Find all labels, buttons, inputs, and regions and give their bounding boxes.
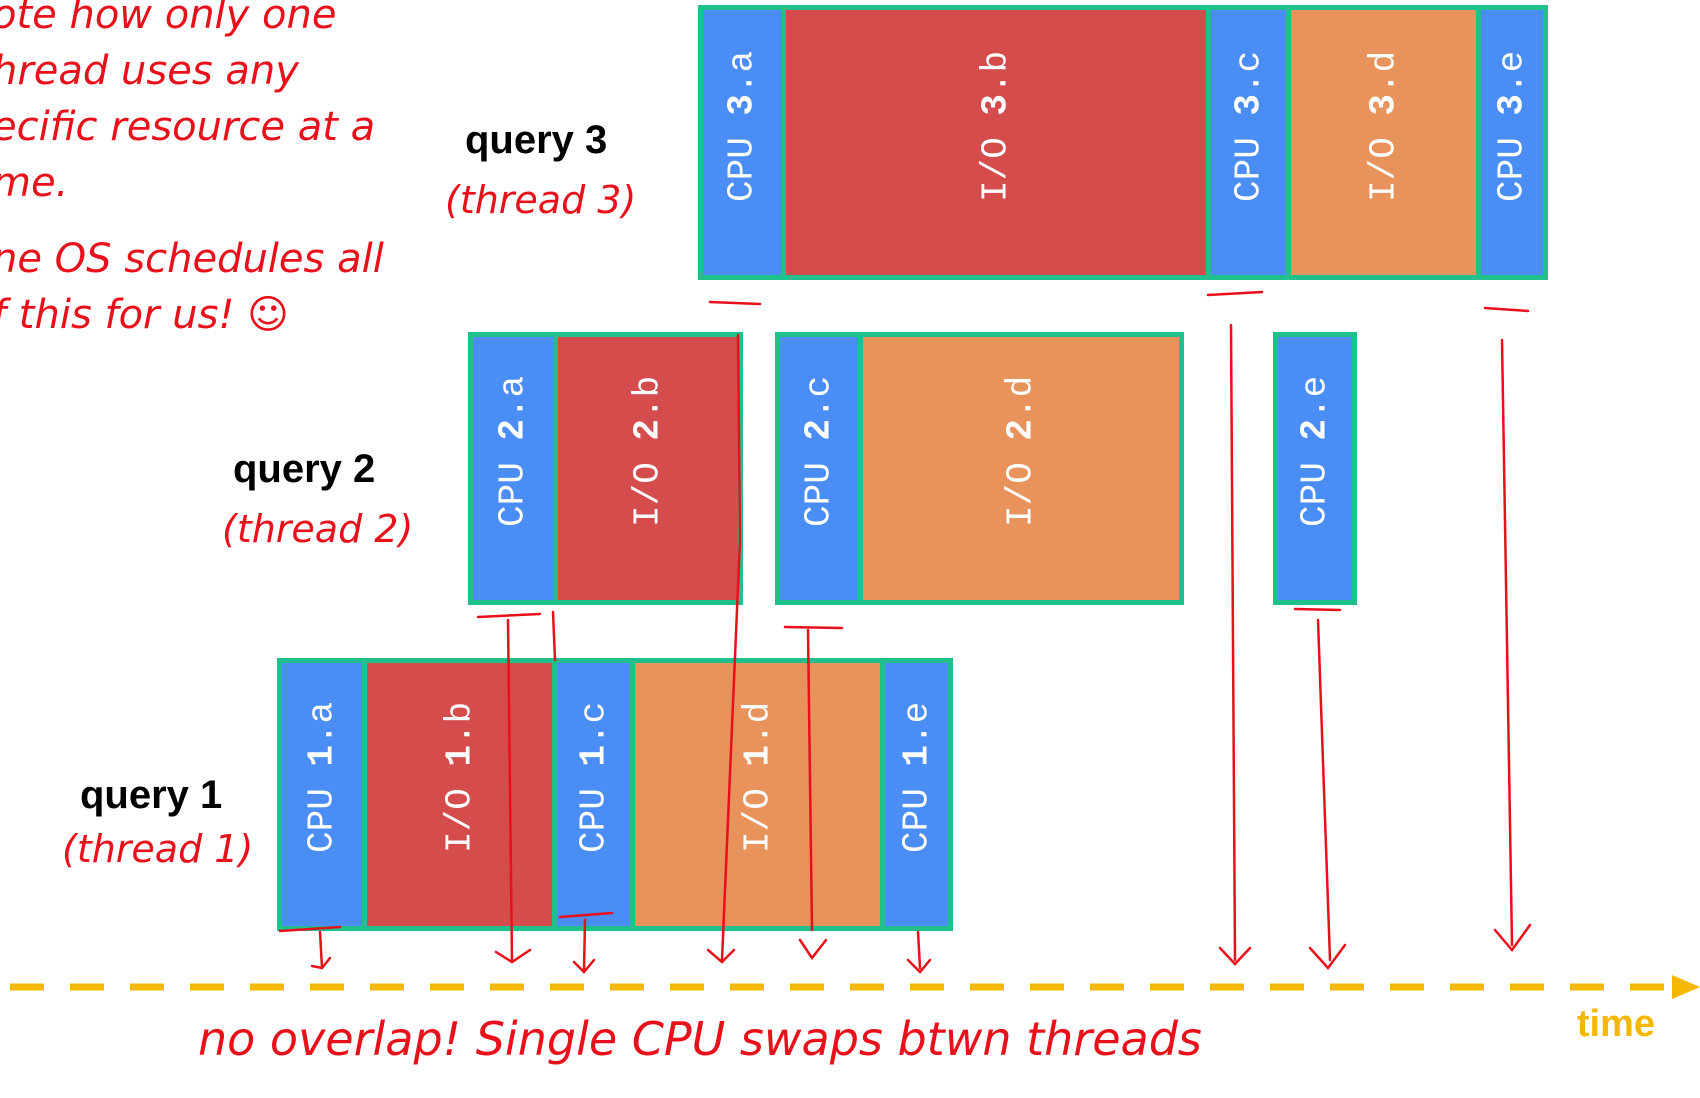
underline-tick [708,300,762,306]
arrow-head [1308,943,1347,970]
arrow-line [506,618,514,964]
segment-cpu-1c: CPU 1.c [552,663,630,926]
query-2-bar-group-2: CPU 2.c I/O 2.d [775,332,1184,605]
side-note-line: f this for us! ☺ [0,292,289,338]
timeline-label: time [1576,1003,1655,1045]
arrow-head [572,958,596,974]
underline-tick [1483,306,1530,313]
underline-tick [558,911,614,919]
underline-tick [476,612,542,619]
query-1-label: query 1 [80,773,223,817]
handwritten-arrows [278,290,1532,974]
underline-tick [1293,607,1342,612]
arrow-line [806,628,814,932]
segment-cpu-3c: CPU 3.c [1206,10,1286,275]
side-note-line: hread uses any [0,48,299,94]
arrow-head [1493,923,1532,953]
query-1-timeline-bar: CPU 1.a I/O 1.b CPU 1.c I/O 1.d CPU 1.e [277,658,953,931]
segment-io-3b: I/O 3.b [781,10,1206,275]
segment-cpu-1a: CPU 1.a [282,663,362,926]
arrow-head [310,956,332,970]
arrow-line [318,930,324,970]
segment-cpu-2c: CPU 2.c [780,337,858,600]
segment-io-2d: I/O 2.d [858,337,1179,600]
segment-cpu-2a: CPU 2.a [473,337,553,600]
query-3-timeline-bar: CPU 3.a I/O 3.b CPU 3.c I/O 3.d CPU 3.e [698,5,1548,280]
arrow-head [706,948,736,964]
segment-io-2b: I/O 2.b [553,337,738,600]
segment-cpu-3e: CPU 3.e [1476,10,1543,275]
query-3-label: query 3 [465,118,608,162]
arrow-line [1229,323,1237,962]
side-note-line: me. [0,160,69,206]
underline-tick [278,925,342,933]
thread-2-note: (thread 2) [222,507,414,551]
underline-tick [1206,290,1264,297]
underline-tick [783,625,844,630]
footer-annotation: no overlap! Single CPU swaps btwn thread… [198,1012,1202,1066]
query-2-bar-group-3: CPU 2.e [1273,332,1357,605]
arrow-line [720,333,742,962]
segment-io-3d: I/O 3.d [1286,10,1476,275]
segment-cpu-2e: CPU 2.e [1278,337,1352,600]
thread-1-note: (thread 1) [62,827,254,871]
side-note-line: ecific resource at a [0,104,376,150]
query-2-label: query 2 [233,447,376,491]
segment-cpu-3a: CPU 3.a [703,10,781,275]
arrow-head [798,938,828,961]
segment-cpu-1e: CPU 1.e [880,663,948,926]
arrow-head [494,948,532,964]
side-note-line: ne OS schedules all [0,236,384,282]
arrow-line [916,930,922,970]
segment-io-1d: I/O 1.d [630,663,880,926]
thread-3-note: (thread 3) [445,178,637,222]
timeline-arrowhead [1672,975,1700,999]
arrow-head [906,958,932,974]
arrow-line [1316,618,1332,962]
side-note-line: ote how only one [0,0,337,38]
arrow-head [1218,946,1252,966]
segment-io-1b: I/O 1.b [362,663,552,926]
arrow-line [582,918,587,972]
arrow-line [1500,338,1514,947]
arrow-line [551,610,557,662]
